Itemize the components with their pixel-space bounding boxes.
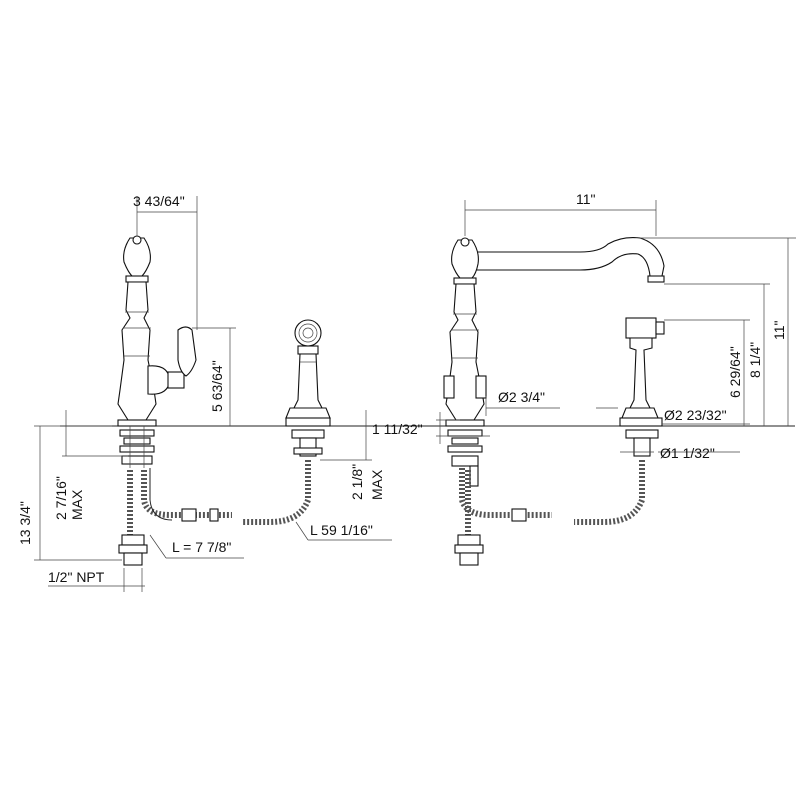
dim-connection: 1/2" NPT [48,568,145,592]
label-hose-length: L = 7 7/8" [172,539,231,555]
left-side-spray [242,319,331,525]
label-spout-reach: 11" [576,191,596,207]
label-base-height: 1 11/32" [372,421,423,437]
dim-spray-height: 6 29/64" [664,319,750,426]
right-below-deck [447,429,552,566]
label-spout-height: 8 1/4" [747,342,763,378]
dim-spray-base-diameter: Ø2 23/32" [596,407,750,425]
dim-spray-deck-max: 2 1/8" MAX [320,410,385,500]
dim-spout-reach: 11" [464,191,657,236]
left-faucet-body [117,235,197,427]
right-faucet-body [443,237,665,427]
dim-spout-height: 8 1/4" [664,283,770,426]
label-front-handle-offset: 3 43/64" [133,193,185,209]
dim-front-handle-offset: 3 43/64" [133,193,198,330]
label-spray-hose-length: L 59 1/16" [310,522,373,538]
dim-base-diameter: Ø2 3/4" [485,389,560,416]
dim-base-height: 1 11/32" [372,412,490,444]
dim-deck-thickness: 2 7/16" MAX [53,410,128,520]
label-spray-base-diameter: Ø2 23/32" [664,407,727,423]
left-below-deck [118,426,232,566]
right-side-spray [574,317,665,525]
label-overall-height: 11" [771,320,787,340]
label-spray-hole-diameter: Ø1 1/32" [660,445,715,461]
dim-hose-length: L = 7 7/8" [149,534,244,559]
label-spray-height: 6 29/64" [727,346,743,398]
label-deck-thickness-max: MAX [69,489,85,520]
label-deck-thickness: 2 7/16" [53,476,69,520]
dim-overall-height: 11" [640,237,796,426]
label-front-handle-height: 5 63/64" [209,360,225,412]
dim-front-handle-height: 5 63/64" [192,327,236,426]
label-spray-deck-max-word: MAX [369,469,385,500]
dim-overall-below-deck: 13 3/4" [17,425,122,561]
label-overall-below-deck: 13 3/4" [17,501,33,545]
dim-spray-hose-length: L 59 1/16" [295,521,392,541]
label-spray-deck-max: 2 1/8" [349,464,365,500]
label-connection: 1/2" NPT [48,569,105,585]
dim-spray-hole-diameter: Ø1 1/32" [620,445,740,461]
label-base-diameter: Ø2 3/4" [498,389,545,405]
